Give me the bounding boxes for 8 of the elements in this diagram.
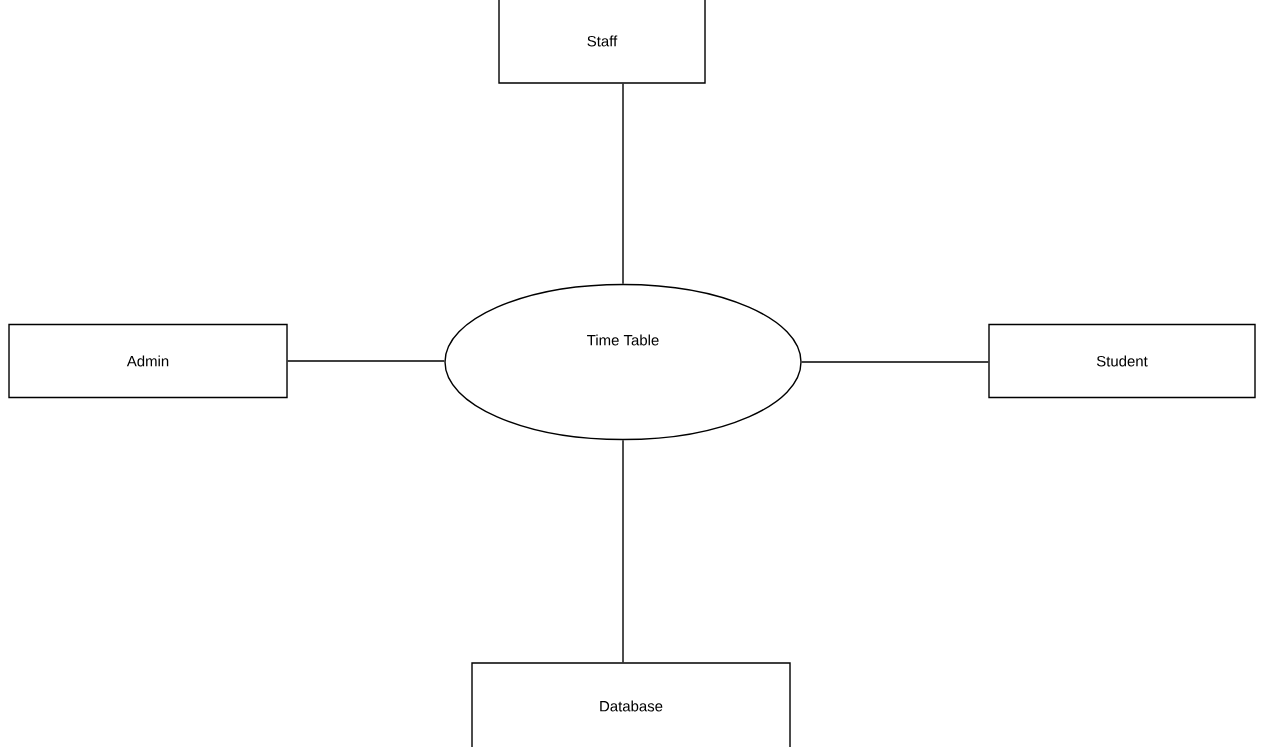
process-box: Database	[471, 662, 791, 747]
connector-line	[622, 83, 624, 285]
process-box: Student	[988, 323, 1256, 399]
connector-line	[622, 439, 624, 663]
process-box: Staff	[498, 0, 706, 84]
connector-line	[287, 360, 445, 362]
process-box: Admin	[8, 323, 288, 399]
connector-line	[801, 361, 989, 363]
